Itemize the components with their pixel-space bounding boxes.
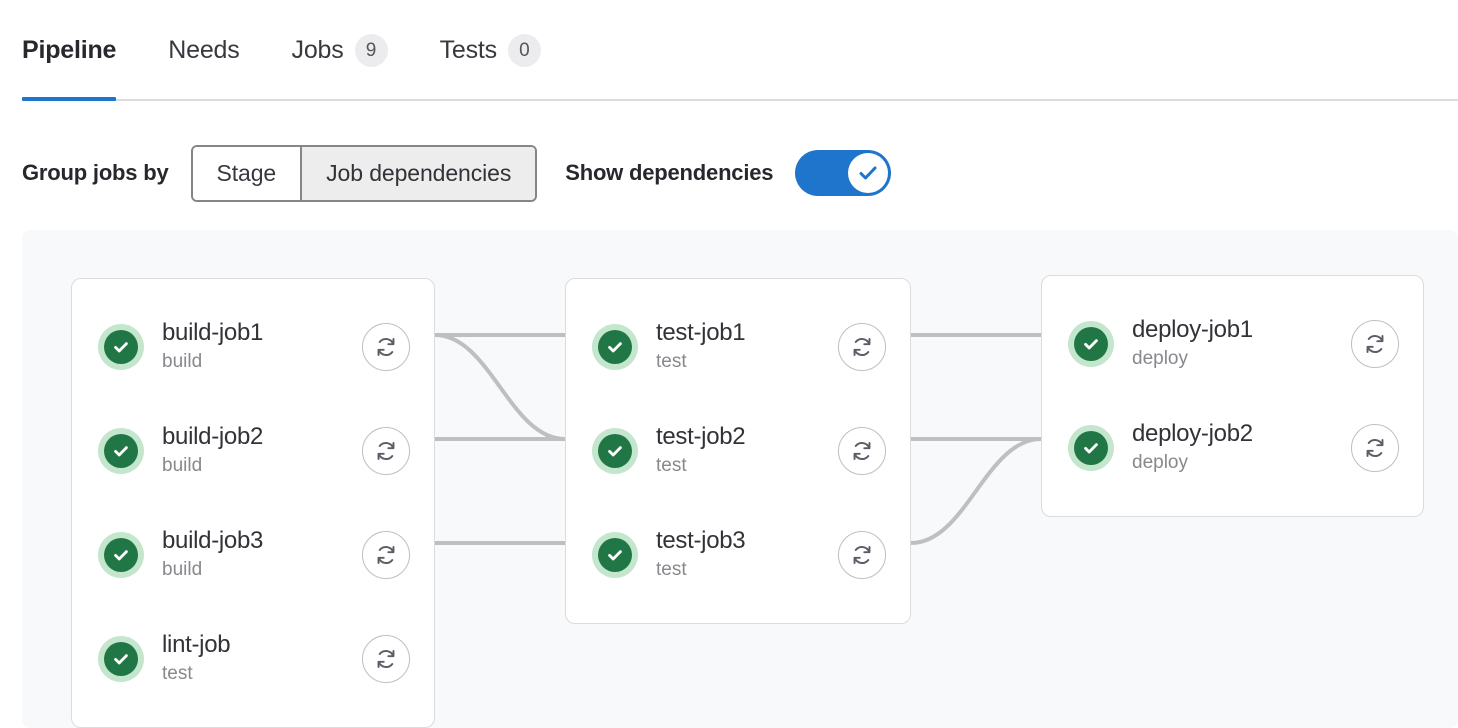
retry-icon[interactable]: [362, 635, 410, 683]
retry-icon[interactable]: [838, 531, 886, 579]
tab-jobs[interactable]: Jobs 9: [292, 0, 414, 101]
job-text: lint-job test: [162, 632, 362, 687]
status-success-icon: [1068, 321, 1114, 367]
job-name: deploy-job1: [1132, 317, 1351, 344]
job-name: lint-job: [162, 632, 362, 659]
tab-bar: Pipeline Needs Jobs 9 Tests 0: [0, 0, 1458, 101]
retry-icon[interactable]: [838, 323, 886, 371]
retry-icon[interactable]: [362, 531, 410, 579]
job-item[interactable]: deploy-job2 deploy: [1042, 396, 1423, 500]
job-name: test-job3: [656, 528, 838, 555]
show-dependencies-label: Show dependencies: [565, 160, 773, 186]
tab-tests-label: Tests: [440, 36, 497, 65]
segment-stage[interactable]: Stage: [193, 147, 301, 200]
job-stage: test: [656, 454, 838, 479]
toggle-knob: [848, 153, 888, 193]
job-name: test-job2: [656, 424, 838, 451]
retry-icon[interactable]: [362, 323, 410, 371]
status-success-icon: [98, 428, 144, 474]
tab-list: Pipeline Needs Jobs 9 Tests 0: [22, 0, 593, 101]
graph-controls: Group jobs by Stage Job dependencies Sho…: [22, 142, 891, 204]
job-text: test-job1 test: [656, 320, 838, 375]
job-text: test-job2 test: [656, 424, 838, 479]
link-test-job3-deploy-job2: [911, 439, 1041, 543]
job-text: build-job1 build: [162, 320, 362, 375]
tab-pipeline-label: Pipeline: [22, 36, 116, 65]
show-dependencies-toggle[interactable]: [795, 150, 891, 196]
group-jobs-by-label: Group jobs by: [22, 160, 169, 186]
job-name: build-job2: [162, 424, 362, 451]
job-item[interactable]: test-job2 test: [566, 399, 910, 503]
job-item[interactable]: build-job3 build: [72, 503, 434, 607]
segment-job-dependencies[interactable]: Job dependencies: [300, 147, 535, 200]
status-success-icon: [592, 428, 638, 474]
job-text: deploy-job1 deploy: [1132, 317, 1351, 372]
tab-pipeline[interactable]: Pipeline: [22, 0, 142, 101]
tab-needs-label: Needs: [168, 36, 239, 65]
job-name: test-job1: [656, 320, 838, 347]
job-item[interactable]: build-job1 build: [72, 295, 434, 399]
job-item[interactable]: test-job1 test: [566, 295, 910, 399]
job-stage: build: [162, 454, 362, 479]
job-text: test-job3 test: [656, 528, 838, 583]
job-stage: build: [162, 558, 362, 583]
tab-active-indicator: [22, 97, 116, 101]
job-name: build-job1: [162, 320, 362, 347]
tab-needs[interactable]: Needs: [168, 0, 265, 101]
status-success-icon: [592, 324, 638, 370]
link-build-job1-test-job2: [435, 335, 565, 439]
job-group-test-column: test-job1 test: [565, 278, 911, 624]
job-name: build-job3: [162, 528, 362, 555]
tab-tests-badge: 0: [508, 34, 541, 67]
pipeline-graph: build-job1 build: [22, 230, 1458, 728]
status-success-icon: [98, 636, 144, 682]
job-item[interactable]: test-job3 test: [566, 503, 910, 607]
pipeline-graph-canvas: build-job1 build: [22, 230, 1458, 728]
status-success-icon: [1068, 425, 1114, 471]
status-success-icon: [98, 324, 144, 370]
job-text: deploy-job2 deploy: [1132, 421, 1351, 476]
tab-jobs-badge: 9: [355, 34, 388, 67]
job-text: build-job2 build: [162, 424, 362, 479]
job-stage: test: [656, 350, 838, 375]
job-stage: deploy: [1132, 451, 1351, 476]
job-item[interactable]: deploy-job1 deploy: [1042, 292, 1423, 396]
job-name: deploy-job2: [1132, 421, 1351, 448]
job-group-build-column: build-job1 build: [71, 278, 435, 728]
job-stage: test: [162, 662, 362, 687]
retry-icon[interactable]: [838, 427, 886, 475]
job-text: build-job3 build: [162, 528, 362, 583]
job-stage: deploy: [1132, 347, 1351, 372]
job-item[interactable]: lint-job test: [72, 607, 434, 711]
job-item[interactable]: build-job2 build: [72, 399, 434, 503]
show-dependencies-control: Show dependencies: [565, 150, 891, 196]
tab-tests[interactable]: Tests 0: [440, 0, 567, 101]
status-success-icon: [98, 532, 144, 578]
retry-icon[interactable]: [1351, 424, 1399, 472]
retry-icon[interactable]: [362, 427, 410, 475]
check-icon: [856, 161, 880, 185]
job-stage: build: [162, 350, 362, 375]
job-stage: test: [656, 558, 838, 583]
job-group-deploy-column: deploy-job1 deploy: [1041, 275, 1424, 517]
retry-icon[interactable]: [1351, 320, 1399, 368]
status-success-icon: [592, 532, 638, 578]
group-jobs-by-segmented-control[interactable]: Stage Job dependencies: [191, 145, 538, 202]
tab-jobs-label: Jobs: [292, 36, 344, 65]
